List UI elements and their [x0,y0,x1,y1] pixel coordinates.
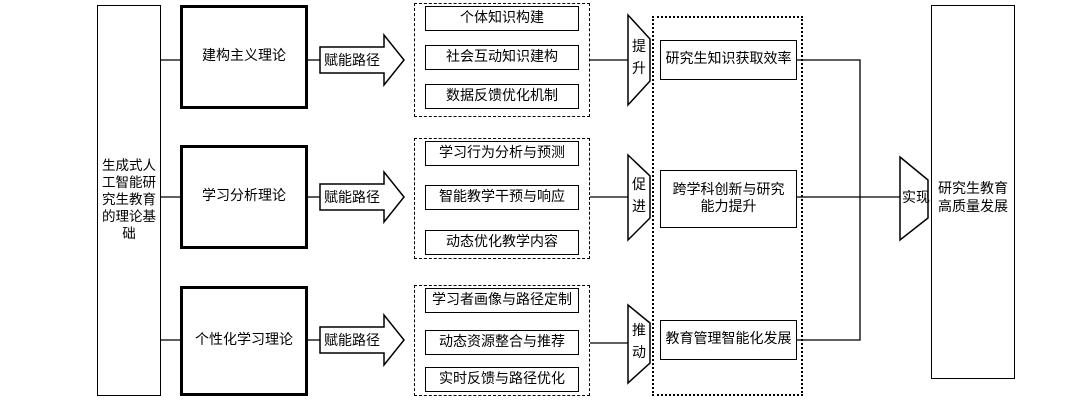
mechanism-item: 个体知识构建 [425,6,579,31]
mechanism-item: 学习者画像与路径定制 [425,288,579,313]
mechanism-group-1 [414,3,590,117]
outcome-label-1: 研究生知识获取效率 [665,51,792,68]
mechanism-item: 实时反馈与路径优化 [425,367,579,392]
mechanism-item: 数据反馈优化机制 [425,84,579,109]
action-label-2: 促进 [632,177,646,215]
outcome-group [652,16,803,396]
outcome-link-3 [797,197,861,341]
mechanism-item: 社会互动知识建构 [425,45,579,70]
theory-box-learning-analytics: 学习分析理论 [180,145,308,249]
final-action-label: 实现 [902,190,930,206]
path-label-3: 赋能路径 [324,333,380,349]
root-box: 生成式人工智能研究生教育的理论基础 [97,5,161,396]
theory-box-constructivism: 建构主义理论 [180,5,308,109]
mechanism-item: 动态资源整合与推荐 [425,330,579,355]
final-arrow [899,155,929,242]
theory-box-personalized: 个性化学习理论 [180,286,308,396]
root-label: 生成式人工智能研究生教育的理论基础 [102,158,156,242]
action-arrow-1 [627,13,651,107]
path-arrow-1 [319,32,405,88]
action-label-3: 推动 [632,323,646,361]
outcome-box-3: 教育管理智能化发展 [660,320,797,360]
theory-label-3: 个性化学习理论 [195,332,293,349]
mechanism-item: 动态优化教学内容 [425,230,579,255]
mechanism-item: 学习行为分析与预测 [425,141,579,166]
action-arrow-2 [627,153,651,242]
outcome-box-2: 跨学科创新与研究能力提升 [660,170,797,228]
path-arrow-3 [319,312,405,368]
outcome-link-1 [797,59,861,197]
action-arrow-3 [627,303,651,385]
mechanism-group-3 [414,285,590,396]
path-arrow-2 [319,169,405,225]
theory-label-2: 学习分析理论 [202,188,286,205]
goal-label: 研究生教育高质量发展 [938,181,1008,215]
mechanism-item: 智能教学干预与响应 [425,185,579,210]
path-label-2: 赋能路径 [324,190,380,206]
path-label-1: 赋能路径 [324,53,380,69]
action-label-1: 提升 [632,39,646,77]
outcome-label-3: 教育管理智能化发展 [665,331,792,348]
outcome-label-2: 跨学科创新与研究能力提升 [672,181,785,216]
theory-label-1: 建构主义理论 [202,48,286,65]
goal-box: 研究生教育高质量发展 [931,5,1015,379]
outcome-box-1: 研究生知识获取效率 [660,40,797,80]
mechanism-group-2 [414,138,590,259]
